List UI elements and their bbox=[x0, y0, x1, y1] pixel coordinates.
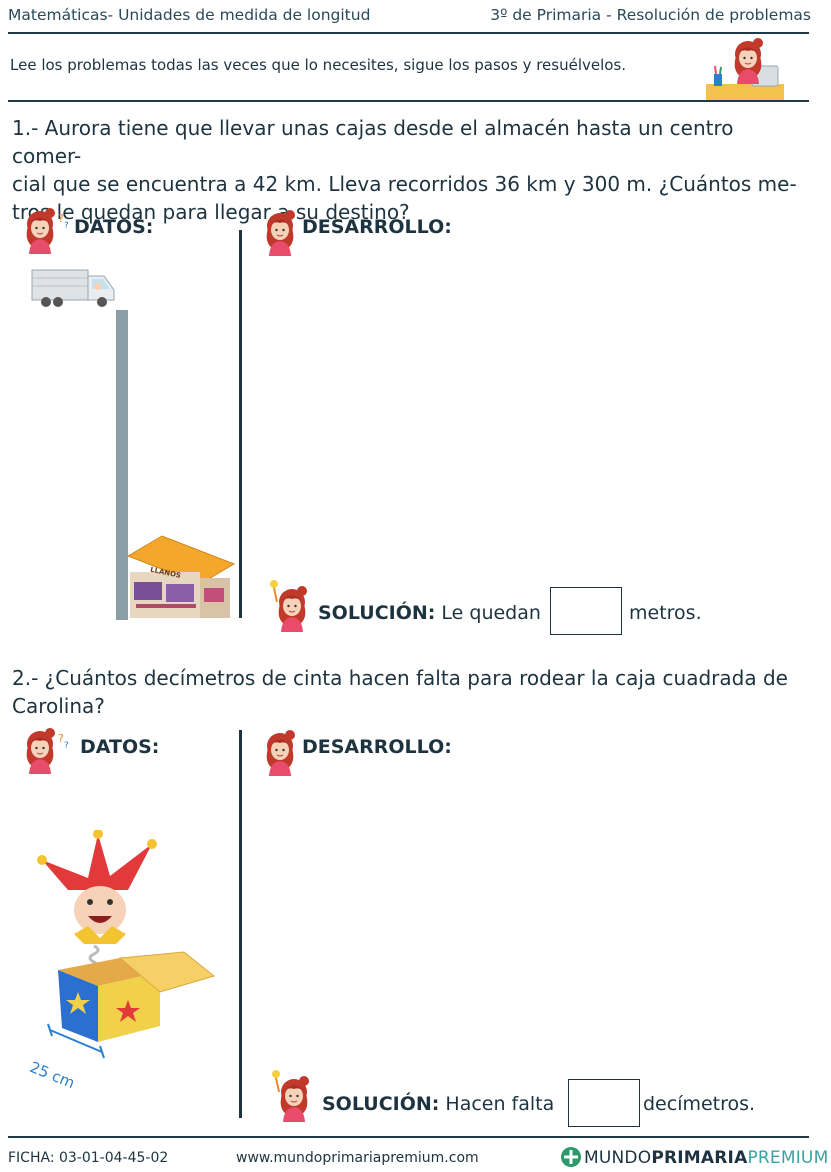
brand-word-2: PRIMARIA bbox=[651, 1148, 748, 1168]
ficha-code: FICHA: 03-01-04-45-02 bbox=[8, 1150, 169, 1166]
problem-2-line-1: 2.- ¿Cuántos decímetros de cinta hacen f… bbox=[12, 666, 788, 690]
brand-logo-icon bbox=[560, 1146, 582, 1172]
truck-illustration bbox=[30, 266, 116, 314]
svg-text:?: ? bbox=[58, 732, 64, 745]
instructions-divider bbox=[8, 100, 809, 102]
header-subject: Matemáticas- Unidades de medida de longi… bbox=[8, 6, 371, 24]
brand-word-3: PREMIUM bbox=[747, 1148, 829, 1168]
p2-solution-label: SOLUCIÓN: bbox=[322, 1093, 440, 1115]
shopping-center-illustration: LLANOS bbox=[122, 532, 237, 626]
p1-column-divider bbox=[239, 230, 242, 618]
problem-2-text: 2.- ¿Cuántos decímetros de cinta hacen f… bbox=[12, 664, 797, 720]
problem-2-line-2: Carolina? bbox=[12, 694, 105, 718]
p2-solution-unit: decímetros. bbox=[643, 1093, 756, 1115]
p1-datos-label: DATOS: bbox=[74, 216, 154, 238]
p1-desarrollo-label: DESARROLLO: bbox=[302, 216, 452, 238]
svg-text:?: ? bbox=[64, 741, 69, 751]
brand-word-1: MUNDO bbox=[584, 1148, 652, 1168]
jack-in-the-box-illustration bbox=[28, 829, 218, 1064]
girl-pondering-icon bbox=[258, 722, 302, 784]
p1-solution-before: Le quedan bbox=[441, 602, 541, 624]
p2-datos-label: DATOS: bbox=[80, 736, 160, 758]
p2-solution-before: Hacen falta bbox=[445, 1093, 555, 1115]
girl-at-desk-illustration bbox=[706, 36, 786, 102]
girl-pondering-icon bbox=[258, 202, 302, 264]
p1-solution: SOLUCIÓN: Le quedan bbox=[318, 602, 541, 624]
website-link[interactable]: www.mundoprimariapremium.com bbox=[236, 1150, 479, 1166]
problem-1-line-2: cial que se encuentra a 42 km. Lleva rec… bbox=[12, 172, 797, 196]
problem-1-line-1: 1.- Aurora tiene que llevar unas cajas d… bbox=[12, 116, 734, 168]
p1-answer-box[interactable] bbox=[550, 587, 622, 635]
girl-idea-icon bbox=[270, 1068, 316, 1130]
girl-thinking-icon: ? ? bbox=[18, 202, 74, 264]
problem-1-line-3: tros le quedan para llegar a su destino? bbox=[12, 200, 410, 224]
instructions: Lee los problemas todas las veces que lo… bbox=[10, 56, 627, 74]
p1-solution-unit: metros. bbox=[629, 602, 702, 624]
p2-desarrollo-label: DESARROLLO: bbox=[302, 736, 452, 758]
footer-divider bbox=[8, 1136, 809, 1138]
p2-solution: SOLUCIÓN: Hacen falta bbox=[322, 1093, 554, 1115]
svg-text:?: ? bbox=[64, 221, 69, 231]
p1-solution-label: SOLUCIÓN: bbox=[318, 602, 436, 624]
brand-wordmark: MUNDOPRIMARIAPREMIUM bbox=[584, 1148, 828, 1168]
p2-column-divider bbox=[239, 730, 242, 1118]
girl-thinking-icon: ? ? bbox=[18, 722, 74, 784]
road-path bbox=[116, 310, 128, 620]
header-divider bbox=[8, 32, 809, 34]
problem-1-text: 1.- Aurora tiene que llevar unas cajas d… bbox=[12, 114, 797, 226]
girl-idea-icon bbox=[268, 578, 314, 640]
p2-answer-box[interactable] bbox=[568, 1079, 640, 1127]
svg-text:?: ? bbox=[58, 212, 64, 225]
header-level: 3º de Primaria - Resolución de problemas bbox=[490, 6, 811, 24]
